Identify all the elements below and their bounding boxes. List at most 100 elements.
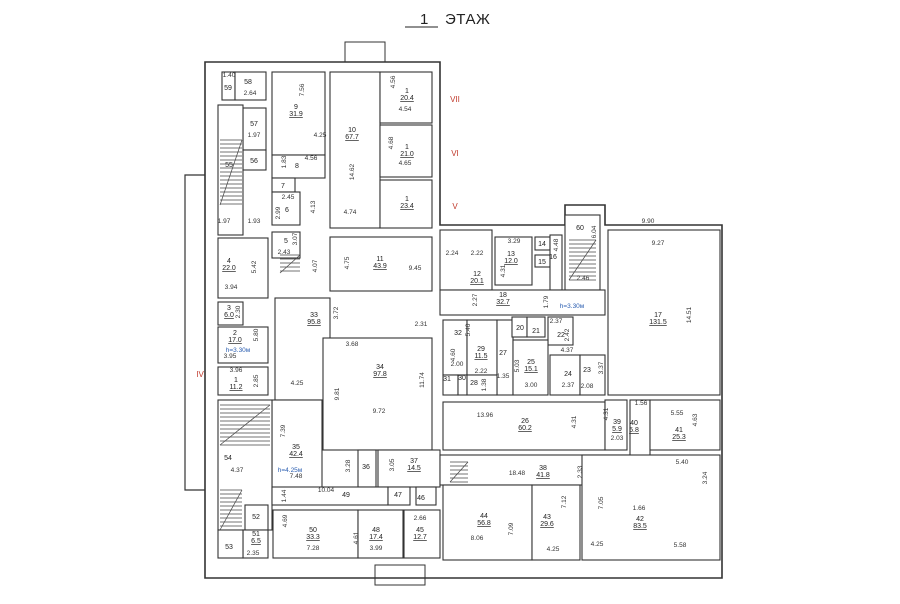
dimension-label: 2.43 — [278, 249, 291, 256]
room-57 — [242, 107, 267, 151]
room-5 — [271, 231, 301, 259]
room-number: 43 — [543, 514, 551, 521]
dimension-label: 4.69 — [282, 514, 289, 527]
room-outline — [379, 71, 433, 124]
dimension-label: 3.07 — [292, 232, 299, 245]
room-area: 95.8 — [307, 319, 321, 326]
room-area: 97.8 — [373, 371, 387, 378]
room-23 — [579, 354, 606, 396]
room-area: 12.0 — [504, 258, 518, 265]
dimension-label: 1.97 — [248, 132, 261, 139]
room-area: 6.5 — [251, 538, 261, 545]
dimension-label: 9.72 — [373, 408, 386, 415]
dimension-label: 2.00 — [451, 361, 464, 368]
ceiling-height-label: h=3.30м — [226, 347, 251, 354]
room-area: 12.7 — [413, 534, 427, 541]
dimension-label: 4.75 — [344, 256, 351, 269]
floor-number: 1 — [420, 11, 429, 28]
room-area: 42.4 — [289, 451, 303, 458]
dimension-label: 5.80 — [253, 328, 260, 341]
room-2 — [217, 326, 269, 364]
room-32 — [442, 319, 468, 376]
room-27 — [496, 319, 514, 396]
dimension-label: 7.28 — [307, 545, 320, 552]
dimension-label: 7.56 — [299, 83, 306, 96]
room-1 — [379, 71, 433, 124]
room-area: 60.2 — [518, 425, 532, 432]
room-number: 28 — [470, 380, 478, 387]
room-number: 48 — [372, 527, 380, 534]
room-number: 3 — [227, 305, 231, 312]
room-number: 8 — [295, 163, 299, 170]
dimension-label: 2.08 — [581, 383, 594, 390]
room-area: 29.6 — [540, 521, 554, 528]
room-outline — [379, 124, 433, 178]
dimension-label: 7.09 — [508, 522, 515, 535]
room-area: 67.7 — [345, 134, 359, 141]
room-number: 42 — [636, 516, 644, 523]
rooms — [217, 71, 721, 561]
room-number: 34 — [376, 364, 384, 371]
room-outline — [547, 316, 574, 346]
room-47 — [387, 486, 411, 506]
room-area: 5.8 — [629, 427, 639, 434]
room-1 — [379, 124, 433, 178]
side-bay — [184, 174, 205, 491]
room-area: 11.5 — [474, 353, 487, 360]
dimension-label: 2.85 — [253, 374, 260, 387]
staircase-icon — [449, 461, 469, 483]
room-42 — [581, 454, 721, 561]
room-44 — [442, 484, 533, 561]
dimension-label: 7.12 — [561, 495, 568, 508]
room-number: 21 — [532, 328, 540, 335]
dimension-label: 7.39 — [280, 424, 287, 437]
room-33 — [274, 297, 331, 401]
room-28 — [466, 374, 498, 396]
room-number: 13 — [507, 251, 515, 258]
room-53 — [217, 529, 244, 559]
dimension-label: 4.74 — [344, 209, 357, 216]
room-number: 60 — [576, 225, 584, 232]
plan-title: 1 ЭТАЖ — [405, 11, 490, 28]
room-number: 29 — [477, 346, 485, 353]
room-number: 37 — [410, 458, 418, 465]
dimension-label: 2.30 — [235, 305, 242, 318]
room-outline — [234, 71, 267, 101]
room-outline — [466, 374, 498, 396]
dimension-label: 3.99 — [370, 545, 383, 552]
dimension-label: 4.60 — [450, 348, 457, 361]
room-number: 52 — [252, 514, 260, 521]
room-outline — [274, 297, 331, 401]
room-area: 17.4 — [369, 534, 383, 541]
dimension-label: 9.81 — [334, 387, 341, 400]
room-number: 11 — [376, 256, 383, 263]
room-area: 31.9 — [289, 111, 303, 118]
room-number: 16 — [549, 254, 557, 261]
dimension-label: 4.13 — [310, 200, 317, 213]
floor-label: ЭТАЖ — [445, 11, 490, 28]
room-number: 33 — [310, 312, 318, 319]
dimension-label: 4.65 — [399, 160, 412, 167]
room-outline — [217, 301, 244, 326]
room-area: 20.1 — [470, 278, 484, 285]
room-area: 41.8 — [536, 472, 550, 479]
dimension-label: 4.61 — [353, 531, 360, 544]
room-17 — [607, 229, 721, 396]
dimension-label: 3.00 — [525, 382, 538, 389]
dimension-label: 4.07 — [312, 259, 319, 272]
dimension-label: 2.37 — [550, 318, 563, 325]
room-number: 14 — [538, 241, 546, 248]
room-1 — [217, 366, 269, 396]
room-outline — [377, 449, 441, 488]
dimension-label: 6.04 — [591, 225, 598, 238]
dimension-label: 1.56 — [635, 400, 648, 407]
room-number: 1 — [405, 88, 409, 95]
dimension-label: 4.31 — [603, 407, 610, 420]
room-22 — [547, 316, 574, 346]
dimension-label: 4.48 — [553, 238, 560, 251]
room-outline — [217, 366, 269, 396]
dimension-label: 11.74 — [419, 372, 426, 388]
room-outline — [217, 237, 269, 299]
room-3 — [217, 301, 244, 326]
room-number: 31 — [443, 376, 451, 383]
